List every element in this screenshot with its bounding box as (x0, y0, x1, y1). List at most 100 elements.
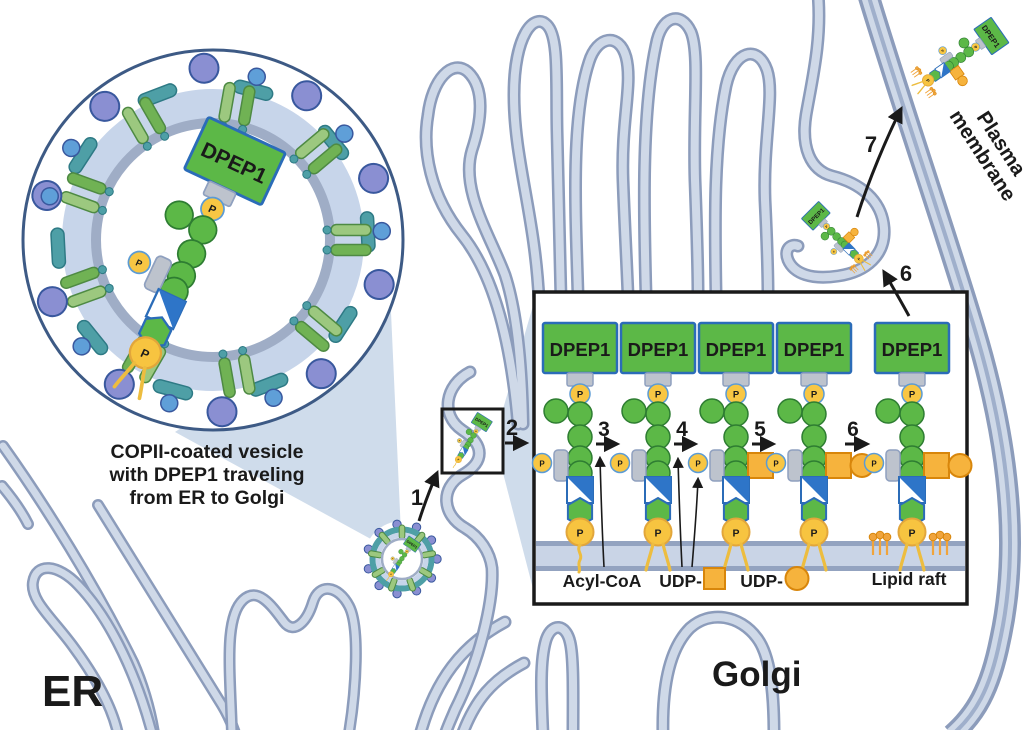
side-phosphate-label: P (695, 460, 701, 469)
raft-lipid-tail (852, 267, 857, 272)
inset-legend: Acyl-CoA UDP- UDP- Lipid raft (563, 455, 947, 591)
copii-coat-protein (363, 269, 395, 301)
split-square-triangle (723, 477, 749, 503)
copii-coat-protein (305, 358, 337, 390)
phosphate-label: P (733, 390, 740, 401)
gpi-anchor-label: P (857, 256, 862, 261)
raft-lipid-head (866, 250, 870, 254)
copii-coat-protein (89, 90, 121, 122)
glycan-circle (567, 401, 593, 427)
side-phosphate (609, 452, 631, 474)
gpi-anchor-phosphate (897, 517, 927, 547)
side-phosphate-label: P (458, 440, 461, 443)
er-label: ER (42, 667, 103, 716)
split-square-triangle (842, 242, 856, 249)
step2-label: 2 (506, 415, 518, 440)
raft-lipid-tail (928, 93, 935, 99)
glycan-circle (645, 401, 671, 427)
golgi-membrane-edge-top (536, 541, 965, 546)
side-bar (392, 557, 399, 565)
golgi-cisternae (414, 0, 891, 730)
udp-circle-sugar (957, 75, 968, 87)
raft-lipid-tail (865, 255, 870, 260)
gpi-anchor-phosphate (799, 517, 829, 547)
split-square-triangle (801, 477, 827, 503)
side-bar (833, 242, 844, 253)
step6-inset-label: 6 (847, 418, 859, 441)
split-square-triangle (158, 289, 186, 329)
cargo-capsule-pair (289, 128, 343, 179)
side-phosphate (863, 452, 885, 474)
lipid-tail-right (862, 259, 871, 266)
lipid-raft-tuft (868, 530, 892, 555)
split-square-triangle (899, 477, 925, 503)
lipid-tail-right (817, 542, 828, 572)
side-bar (885, 449, 901, 482)
copii-coat-small (160, 393, 179, 413)
er-tubule-hairpin-lumen (29, 564, 155, 730)
legend-udp-circle-label: UDP- (740, 571, 783, 591)
phosphate-label: P (405, 551, 408, 554)
step-arrows-outside: 1 2 (411, 415, 530, 522)
side-phosphate (765, 452, 787, 474)
udp-square-arrow-2 (691, 476, 704, 568)
legend-acyl-coa: Acyl-CoA (563, 571, 642, 591)
lipid-tail-right (915, 542, 926, 572)
split-square-triangle (941, 62, 951, 78)
copii-coat-small (247, 67, 266, 87)
raft-lipid-head (935, 530, 945, 540)
copii-caption-line2: with DPEP1 traveling (108, 464, 304, 486)
golgi-membrane-bar (536, 546, 965, 566)
side-bar (553, 449, 569, 482)
lipid-tail-left (898, 542, 909, 572)
glycan-circle (723, 401, 749, 427)
gpi-anchor-label: P (732, 528, 739, 540)
plasma-membrane-band (858, 0, 1021, 730)
glycan-circle (543, 398, 569, 424)
lipid-tail-right (739, 542, 750, 572)
split-square-triangle (462, 446, 469, 456)
glycan-circle (801, 401, 827, 427)
golgi-finger-1-lumen (422, 63, 527, 428)
split-square-triangle (645, 477, 671, 503)
raft-lipid-tail (913, 73, 920, 78)
side-bar (787, 449, 803, 482)
copii-coat-protein (291, 80, 323, 112)
gpi-anchor-phosphate (721, 517, 751, 547)
golgi-finger-3-lumen (571, 36, 633, 300)
copii-coat-small (335, 124, 354, 143)
dpep1-label: DPEP1 (882, 339, 943, 360)
glycan-circle (899, 401, 925, 427)
lipid-tail-right (137, 365, 147, 401)
copii-coat-small (40, 187, 60, 206)
er-tubule-stub-lumen (0, 482, 32, 528)
lipid-tail-right (661, 542, 672, 572)
legend-lipid-raft: Lipid raft (872, 569, 947, 589)
copii-coat-protein (358, 162, 390, 194)
raft-lipid-head (928, 532, 938, 542)
phosphate-label: P (811, 390, 818, 401)
gpi-anchor-label: P (654, 528, 661, 540)
side-bar (143, 255, 173, 294)
cargo-capsule-pair (60, 265, 114, 308)
phosphate-label: P (206, 203, 218, 217)
side-bar (459, 439, 467, 448)
gpi-anchor-phosphate (922, 74, 935, 87)
raft-lipid-head (882, 532, 892, 542)
raft-lipid-tail (866, 253, 871, 258)
udp-square-icon (703, 567, 726, 590)
membrane-capsule-teal (50, 227, 67, 269)
copii-coat-protein (188, 52, 220, 84)
lipid-raft-tuft (910, 66, 923, 78)
golgi-finger-4-lumen (640, 14, 702, 300)
golgi-lower-strand-1-lumen (417, 618, 509, 730)
er-tubules (0, 440, 362, 730)
step4-label: 4 (676, 418, 688, 441)
raft-lipid-head (933, 91, 937, 96)
er-tubule-2-lumen (94, 501, 238, 730)
lipid-tail (577, 543, 583, 574)
